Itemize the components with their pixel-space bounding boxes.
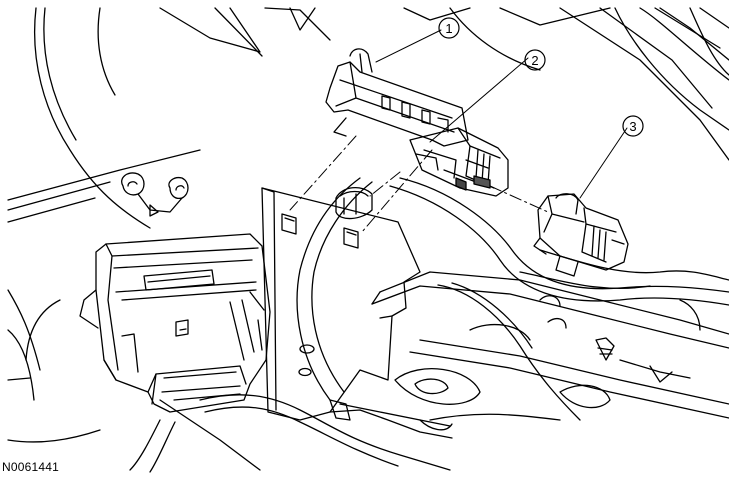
alignment-lines [289, 135, 549, 233]
callout-leaders [375, 29, 628, 199]
seat-track-rail [371, 271, 729, 421]
callout-1-label: 1 [445, 21, 452, 36]
main-electrical-connector [79, 233, 271, 413]
harness-plug [335, 187, 373, 220]
mating-connector-part [533, 193, 629, 277]
background-body-structure [7, 7, 729, 471]
wiring-harness [25, 177, 729, 473]
callout-2-label: 2 [531, 53, 538, 68]
connector-housing-part [325, 48, 469, 147]
mounting-bracket [261, 187, 453, 439]
callout-1: 1 [438, 17, 460, 39]
callout-3-label: 3 [629, 119, 636, 134]
callout-2: 2 [524, 49, 546, 71]
callout-3: 3 [622, 115, 644, 137]
retaining-clips [121, 172, 189, 217]
figure-reference-code: N0061441 [2, 460, 59, 474]
connector-plug-part [409, 127, 509, 197]
